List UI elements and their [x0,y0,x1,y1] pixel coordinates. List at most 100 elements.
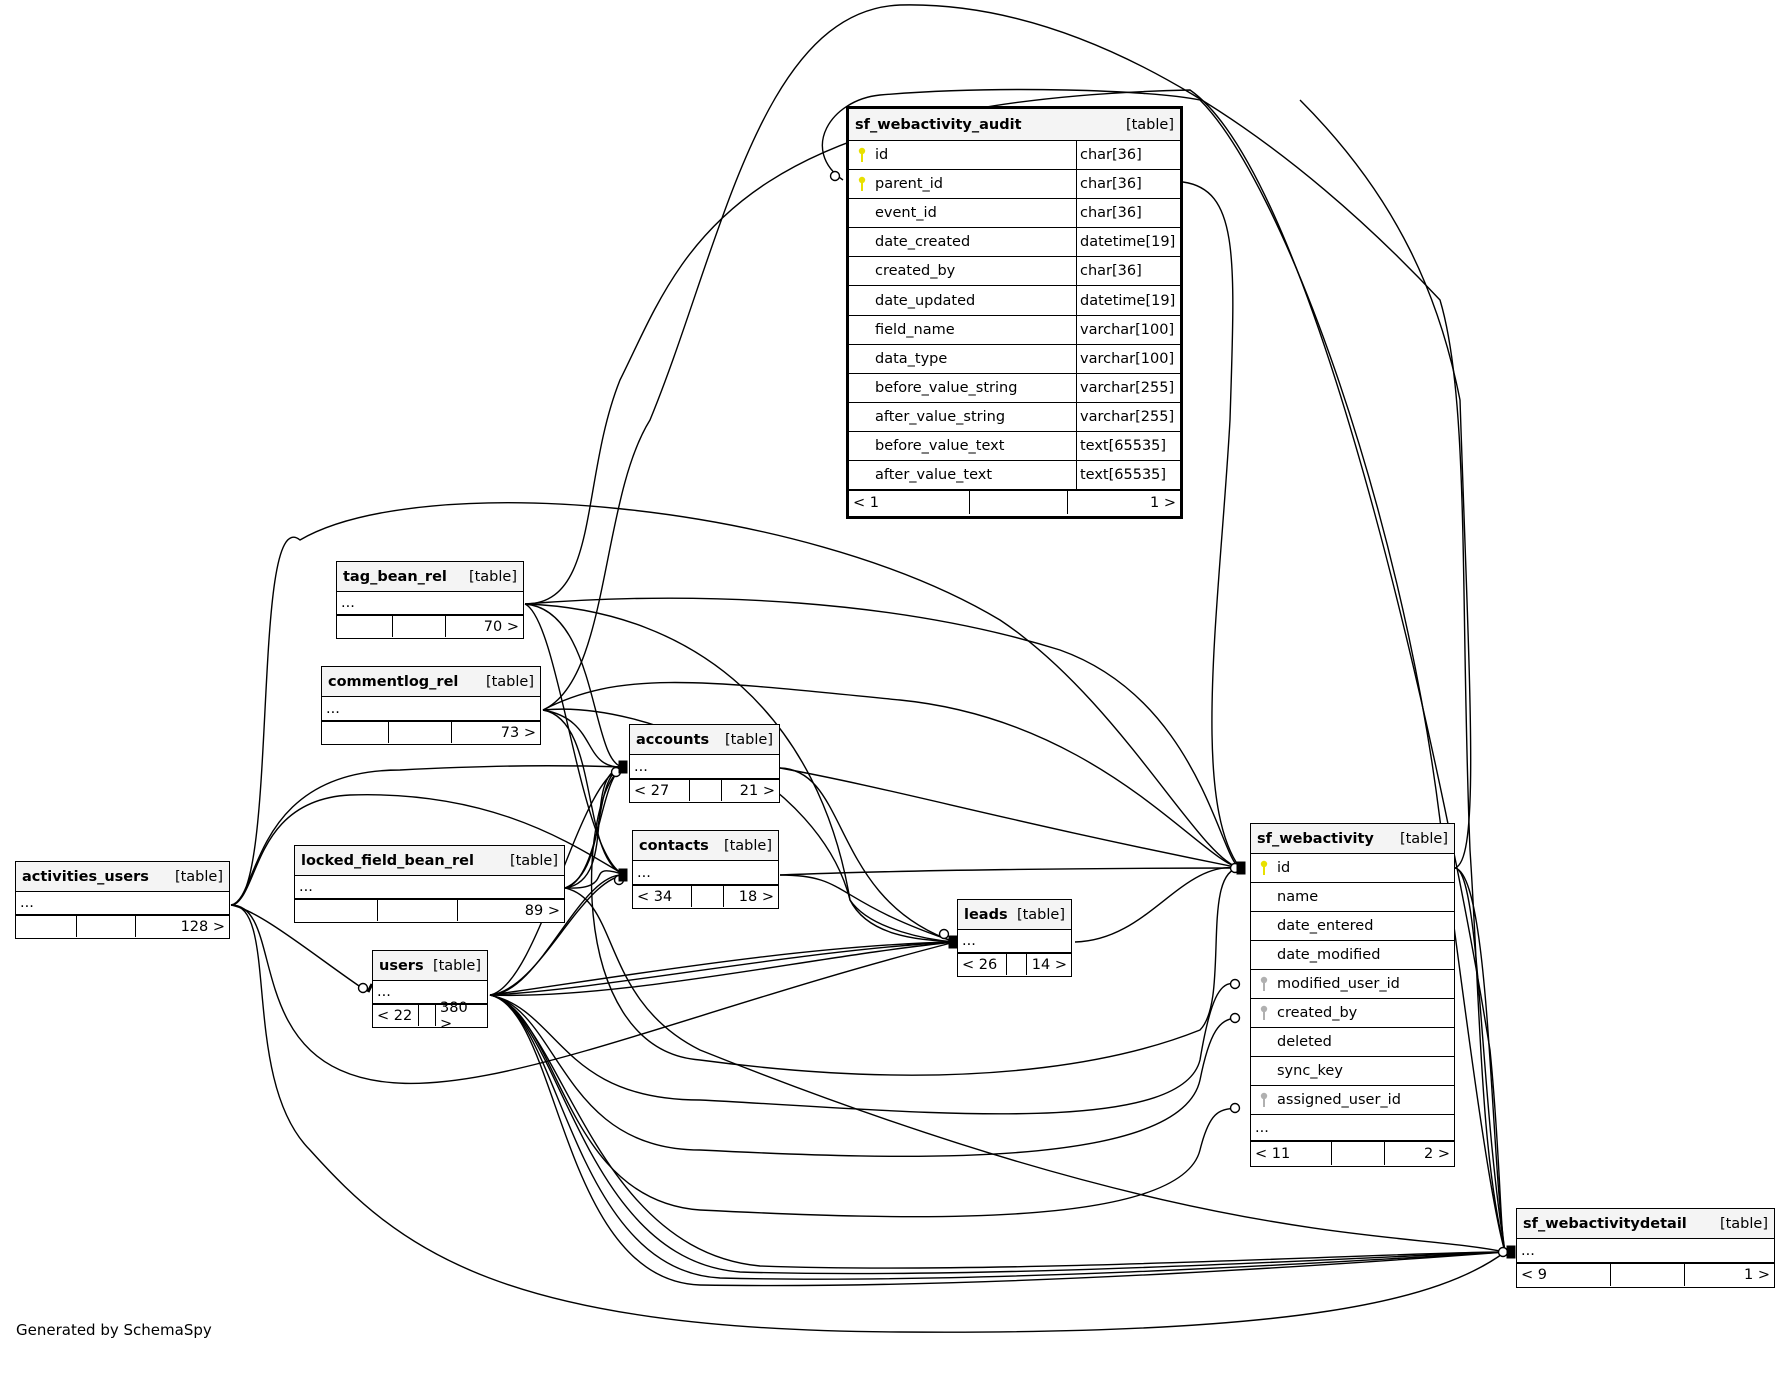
table-contacts[interactable]: contacts [table] ... < 34 18 > [632,830,779,909]
column-row[interactable]: sync_key [1251,1057,1454,1086]
children-count[interactable]: 380 > [435,1000,487,1032]
more-columns-row: ... [1517,1239,1774,1263]
column-cell: date_updated [849,286,1076,314]
children-count[interactable]: 21 > [721,780,779,801]
more-columns: ... [341,595,355,611]
more-columns-row: ... [1251,1115,1454,1141]
children-count[interactable]: 1 > [1067,491,1180,515]
column-row[interactable]: name [1251,883,1454,912]
table-tag-bean-rel[interactable]: tag_bean_rel [table] ... 70 > [336,561,524,639]
children-count[interactable]: 73 > [451,722,540,743]
edge [489,994,1506,1280]
footer-middle [392,616,445,637]
more-columns: ... [634,758,648,775]
primary-key-icon [855,147,869,163]
table-users[interactable]: users [table] ... < 22 380 > [372,950,488,1032]
column-name: name [1277,889,1319,905]
footer-middle [691,886,723,907]
more-columns: ... [299,879,313,895]
children-count[interactable]: 89 > [457,900,564,921]
parents-count[interactable]: < 34 [637,888,673,905]
foreign-key-icon [1257,1005,1271,1021]
parents-count[interactable] [322,722,388,743]
column-row[interactable]: date_modified [1251,941,1454,970]
edge [489,941,956,997]
edge [230,765,626,906]
column-type: char[36] [1076,170,1180,199]
column-cell: after_value_string [849,403,1076,431]
column-row[interactable]: modified_user_id [1251,970,1454,999]
table-locked-field-bean-rel[interactable]: locked_field_bean_rel [table] ... 89 > [294,845,565,923]
one-marker [366,983,374,993]
column-name: id [875,147,889,164]
table-accounts[interactable]: accounts [table] ... < 27 21 > [629,724,780,803]
edge [542,709,626,768]
children-count[interactable]: 70 > [445,616,523,637]
column-cell: parent_id [849,170,1076,198]
optional-marker [1497,1246,1509,1258]
table-footer: < 11 2 > [1251,1141,1454,1165]
children-count[interactable]: 2 > [1384,1142,1454,1165]
table-leads[interactable]: leads [table] ... < 26 14 > [957,899,1072,977]
edge [590,766,1241,1076]
parents-count[interactable] [16,916,76,937]
children-count[interactable]: 1 > [1684,1264,1774,1286]
column-row[interactable]: assigned_user_id [1251,1086,1454,1115]
parents-count[interactable]: < 26 [962,956,998,973]
column-name: after_value_string [875,408,1006,425]
parents-count[interactable]: < 11 [1255,1145,1291,1162]
parents-count[interactable]: < 22 [377,1007,413,1024]
parents-count[interactable] [337,616,392,637]
column-type: char[36] [1076,257,1180,286]
table-kind: [table] [1399,830,1448,847]
table-commentlog-rel[interactable]: commentlog_rel [table] ... 73 > [321,666,541,745]
column-row[interactable]: deleted [1251,1028,1454,1057]
column-row[interactable]: created_by [1251,999,1454,1028]
edge [779,867,1241,876]
edge [489,982,1236,1115]
footer-middle [969,491,1067,515]
more-columns: ... [1521,1242,1535,1259]
edge [230,502,1241,906]
edge [524,603,626,876]
column-name: created_by [1277,1005,1358,1021]
more-columns-row: ... [322,697,540,721]
children-count[interactable]: 18 > [723,886,778,907]
parents-count[interactable]: < 9 [1521,1267,1547,1283]
parents-count[interactable]: < 27 [634,782,670,799]
parents-count[interactable] [295,900,377,921]
children-count[interactable]: 128 > [135,916,229,937]
many-marker [1506,1245,1516,1259]
parents-count[interactable]: < 1 [853,494,879,511]
column-row[interactable]: date_entered [1251,912,1454,941]
table-name: activities_users [22,868,149,885]
more-columns-row: ... [633,861,778,885]
table-sf-webactivitydetail[interactable]: sf_webactivitydetail [table] ... < 9 1 > [1516,1208,1775,1288]
edge [230,904,956,1085]
table-kind: [table] [509,852,558,869]
edge [489,994,1236,1218]
column-row[interactable]: id [1251,854,1454,883]
column-name: date_modified [1277,947,1381,963]
children-count[interactable]: 14 > [1026,954,1071,975]
table-kind: [table] [1125,116,1174,133]
table-activities-users[interactable]: activities_users [table] ... 128 > [15,861,230,939]
table-name: sf_webactivity_audit [855,116,1022,133]
edge [230,794,626,906]
edge [489,994,1506,1275]
edge [564,870,626,889]
